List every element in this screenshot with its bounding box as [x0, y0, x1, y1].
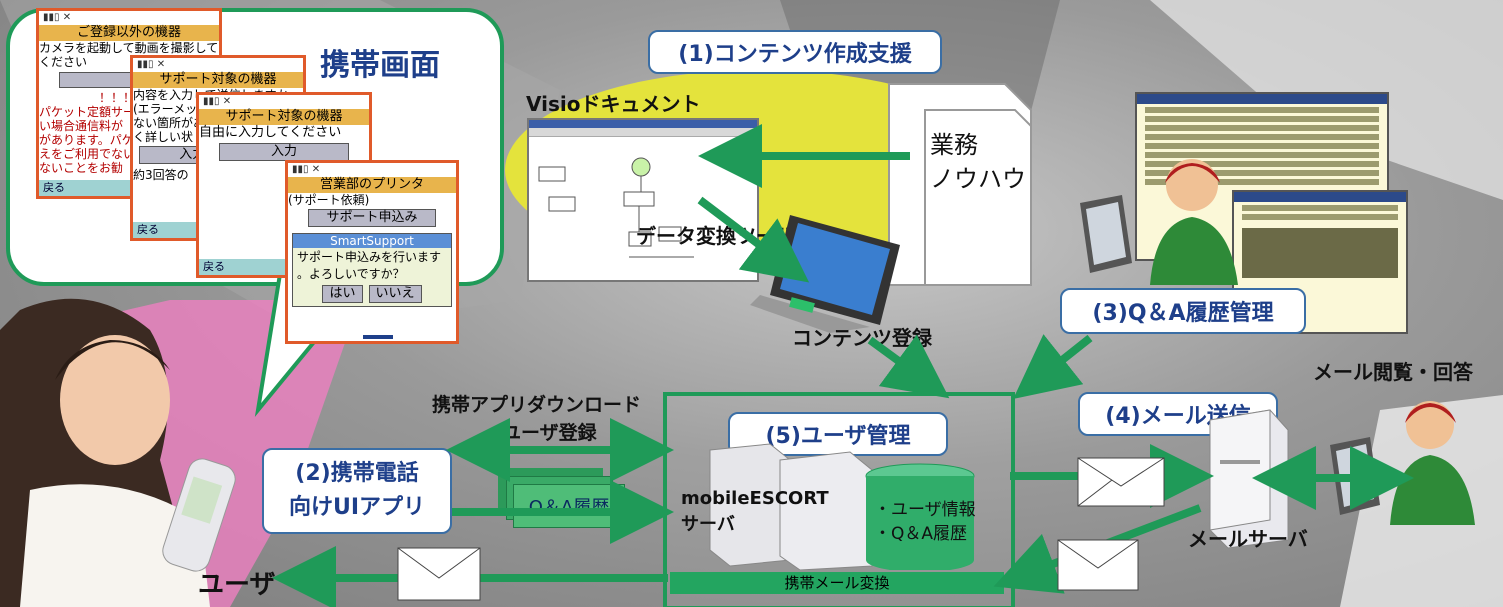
mail-server-label: メールサーバ [1188, 527, 1308, 551]
admin-window-2 [1232, 190, 1408, 334]
phone-screen-1: ▮▮▯ ✕ ご登録以外の機器 カメラを起動して動画を撮影してください ！！！ご注… [36, 8, 222, 199]
screen-extra: 約3回答の [133, 168, 189, 182]
screen-text: (サポート依頼) [288, 193, 370, 207]
mobile-screen-title: 携帯画面 [320, 48, 440, 83]
visio-document-label: Visioドキュメント [526, 92, 701, 116]
database-icon [866, 476, 974, 560]
signal-icon: ▮▮▯ ✕ [39, 11, 219, 25]
signal-icon: ▮▮▯ ✕ [288, 163, 456, 177]
operator-workstation-icon [1080, 159, 1238, 285]
screen-title: 営業部のプリンタ [288, 177, 456, 193]
mail-reading-reply-label: メール閲覧・回答 [1313, 360, 1473, 384]
user-photo [0, 298, 236, 607]
app-download-label: 携帯アプリダウンロード [432, 394, 642, 416]
dialog-title: SmartSupport [293, 234, 451, 248]
signal-icon: ▮▮▯ ✕ [199, 95, 369, 109]
scroll-indicator [363, 335, 393, 339]
envelope-icon-3 [397, 547, 481, 601]
business-know-how-label: 業務 ノウハウ [930, 131, 1026, 193]
flowchart-preview [538, 157, 694, 258]
user-label: ユーザ [198, 570, 276, 600]
document-icon [888, 83, 1032, 286]
screen-title: サポート対象の機器 [133, 72, 303, 88]
database-contents-label: ・ユーザ情報 ・Q＆A履歴 [874, 500, 976, 544]
envelope-icon-1 [1077, 457, 1165, 507]
mail-server-icon [1209, 409, 1289, 549]
yes-button[interactable]: はい [322, 285, 363, 303]
user-registration-label: ユーザ登録 [502, 422, 597, 444]
envelope-icon-2 [1057, 539, 1139, 591]
support-request-button[interactable]: サポート申込み [308, 209, 436, 227]
mobileescort-server-label: mobileESCORT サーバ [681, 488, 829, 535]
screen-text: カメラを起動して動画を撮影してください [39, 41, 219, 69]
no-button[interactable]: いいえ [368, 285, 422, 303]
qa-history-management-label: (3)Q＆A履歴管理 [1060, 288, 1306, 334]
content-support-label: (1)コンテンツ作成支援 [648, 30, 942, 74]
phone-screen-4: ▮▮▯ ✕ 営業部のプリンタ (サポート依頼) サポート申込み SmartSup… [285, 160, 459, 344]
signal-icon: ▮▮▯ ✕ [133, 58, 303, 72]
input-button[interactable]: 入力 [219, 143, 349, 161]
mobile-ui-app-label: (2)携帯電話 向けUIアプリ [262, 448, 452, 534]
screen-title: サポート対象の機器 [199, 109, 369, 125]
server-cluster-icon [709, 443, 975, 570]
screen-title: ご登録以外の機器 [39, 25, 219, 41]
screen-text: 自由に入力してください [199, 125, 342, 140]
mobile-mail-conversion-band: 携帯メール変換 [670, 572, 1004, 594]
arrow-qa-to-server [1013, 334, 1093, 399]
confirm-dialog: SmartSupport サポート申込みを行います 。よろしいですか？ はい い… [292, 233, 452, 307]
arrow-visio-to-laptop [697, 196, 810, 283]
arrow-laptop-to-server [867, 334, 950, 399]
